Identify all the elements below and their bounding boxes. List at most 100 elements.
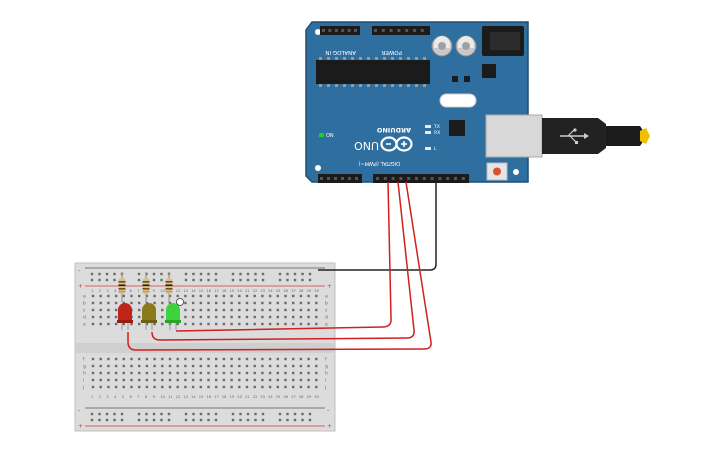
breadboard-hole[interactable] (99, 357, 102, 361)
breadboard-hole[interactable] (191, 385, 195, 389)
digital-pin[interactable] (430, 177, 434, 180)
breadboard-hole[interactable] (284, 315, 287, 319)
analog-header[interactable] (320, 26, 360, 35)
breadboard-hole[interactable] (176, 322, 179, 326)
breadboard-hole[interactable] (138, 364, 141, 368)
resistor-3[interactable] (165, 272, 173, 302)
breadboard-hole[interactable] (238, 301, 241, 305)
breadboard-hole[interactable] (214, 418, 218, 422)
breadboard-hole[interactable] (122, 385, 125, 389)
breadboard-hole[interactable] (114, 371, 118, 375)
breadboard-hole[interactable] (184, 272, 188, 276)
breadboard-hole[interactable] (215, 308, 218, 312)
breadboard-hole[interactable] (107, 357, 110, 361)
breadboard-hole[interactable] (184, 412, 188, 416)
breadboard-hole[interactable] (253, 294, 256, 298)
breadboard-hole[interactable] (222, 364, 226, 368)
breadboard-hole[interactable] (153, 371, 156, 375)
breadboard-hole[interactable] (239, 272, 242, 276)
breadboard-hole[interactable] (122, 301, 125, 305)
breadboard-hole[interactable] (91, 301, 95, 305)
breadboard-hole[interactable] (215, 357, 218, 361)
breadboard-hole[interactable] (292, 315, 295, 319)
analog-pin[interactable] (328, 29, 332, 32)
breadboard-hole[interactable] (293, 418, 297, 422)
breadboard-hole[interactable] (299, 364, 303, 368)
breadboard-hole[interactable] (215, 301, 218, 305)
breadboard-hole[interactable] (222, 357, 226, 361)
breadboard-hole[interactable] (176, 371, 179, 375)
breadboard-hole[interactable] (222, 378, 226, 382)
breadboard-hole[interactable] (231, 412, 235, 416)
breadboard-hole[interactable] (315, 378, 318, 382)
breadboard-hole[interactable] (284, 301, 287, 305)
breadboard-hole[interactable] (105, 412, 109, 416)
breadboard-hole[interactable] (261, 385, 264, 389)
breadboard-hole[interactable] (214, 272, 218, 276)
digital-pin[interactable] (415, 177, 418, 180)
resistor-1[interactable] (118, 272, 126, 302)
breadboard-hole[interactable] (176, 357, 179, 361)
breadboard-hole[interactable] (161, 294, 164, 298)
breadboard-hole[interactable] (253, 371, 256, 375)
breadboard-hole[interactable] (245, 364, 249, 368)
breadboard-hole[interactable] (199, 294, 202, 298)
breadboard-hole[interactable] (130, 364, 133, 368)
breadboard-hole[interactable] (191, 357, 195, 361)
digital-pin[interactable] (446, 177, 450, 180)
breadboard-hole[interactable] (192, 418, 195, 422)
breadboard-hole[interactable] (98, 412, 101, 416)
breadboard-hole[interactable] (268, 294, 272, 298)
breadboard-hole[interactable] (130, 357, 133, 361)
breadboard-hole[interactable] (231, 278, 235, 282)
breadboard-hole[interactable] (230, 322, 233, 326)
breadboard-hole[interactable] (168, 357, 172, 361)
breadboard-hole[interactable] (238, 322, 241, 326)
digital-pin[interactable] (383, 177, 387, 180)
breadboard-hole[interactable] (107, 385, 110, 389)
breadboard-hole[interactable] (99, 322, 102, 326)
breadboard-hole[interactable] (276, 357, 279, 361)
breadboard-hole[interactable] (245, 357, 249, 361)
breadboard-hole[interactable] (276, 385, 279, 389)
breadboard-hole[interactable] (145, 364, 149, 368)
breadboard-hole[interactable] (292, 322, 295, 326)
breadboard-hole[interactable] (114, 294, 118, 298)
breadboard-hole[interactable] (268, 378, 272, 382)
breadboard-hole[interactable] (99, 315, 102, 319)
breadboard-hole[interactable] (90, 418, 94, 422)
digital-pin[interactable] (334, 177, 337, 180)
breadboard-hole[interactable] (207, 412, 210, 416)
breadboard-hole[interactable] (153, 322, 156, 326)
breadboard-hole[interactable] (292, 364, 295, 368)
breadboard-hole[interactable] (230, 301, 233, 305)
digital-pin[interactable] (438, 177, 442, 180)
breadboard-hole[interactable] (268, 371, 272, 375)
breadboard-hole[interactable] (192, 272, 195, 276)
breadboard-hole[interactable] (199, 308, 202, 312)
resistor-2[interactable] (142, 272, 150, 302)
breadboard-hole[interactable] (261, 357, 264, 361)
breadboard-hole[interactable] (238, 378, 241, 382)
breadboard-hole[interactable] (91, 371, 95, 375)
breadboard-hole[interactable] (261, 315, 264, 319)
breadboard-hole[interactable] (161, 301, 164, 305)
breadboard-hole[interactable] (215, 315, 218, 319)
breadboard-hole[interactable] (254, 272, 257, 276)
breadboard-hole[interactable] (199, 364, 202, 368)
breadboard-hole[interactable] (253, 308, 256, 312)
breadboard-hole[interactable] (145, 418, 148, 422)
breadboard-hole[interactable] (301, 418, 304, 422)
breadboard-hole[interactable] (214, 412, 218, 416)
breadboard-hole[interactable] (99, 308, 102, 312)
breadboard-hole[interactable] (239, 412, 242, 416)
breadboard-hole[interactable] (253, 315, 256, 319)
breadboard-hole[interactable] (138, 322, 141, 326)
breadboard-hole[interactable] (301, 278, 304, 282)
breadboard-hole[interactable] (278, 272, 282, 276)
power-pin[interactable] (413, 29, 416, 32)
breadboard-hole[interactable] (278, 418, 282, 422)
breadboard-hole[interactable] (207, 357, 210, 361)
breadboard-hole[interactable] (99, 294, 102, 298)
breadboard-hole[interactable] (114, 301, 118, 305)
